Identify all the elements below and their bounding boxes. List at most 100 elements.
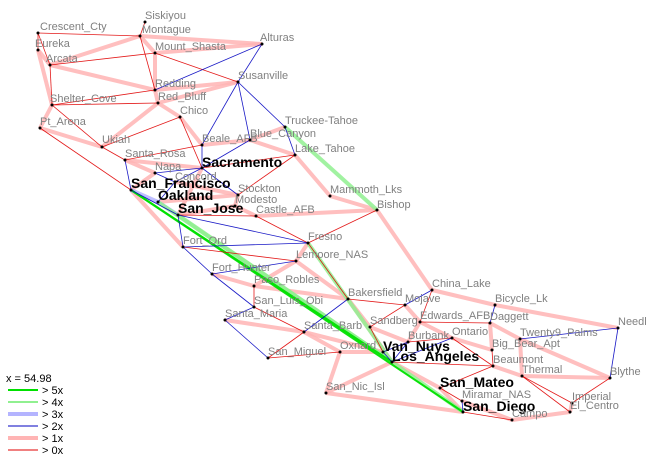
node-San_Diego bbox=[461, 410, 465, 414]
edge-Bishop-China_Lake bbox=[375, 208, 434, 292]
node-label-Fort_Ord: Fort_Ord bbox=[183, 235, 227, 247]
node-Crescent_Cty bbox=[36, 31, 40, 35]
node-Imperial bbox=[570, 401, 574, 405]
edge-Napa-San_Francisco bbox=[129, 171, 157, 192]
edge-Daggett-Twentynine_Palms bbox=[489, 321, 521, 341]
node-Bishop bbox=[375, 208, 379, 212]
edge-Susanville-Beale_AFB bbox=[201, 81, 239, 146]
node-Modesto bbox=[233, 204, 237, 208]
edge-Oxnard-San_Nic_Isl bbox=[324, 351, 342, 394]
node-Lake_Tahoe bbox=[293, 153, 297, 157]
edge-Imperial-El_Centro bbox=[568, 402, 574, 413]
node-Needles bbox=[616, 326, 620, 330]
edge-Needles-Twentynine_Palms bbox=[519, 327, 619, 340]
node-label-San_Mateo: San_Mateo bbox=[440, 374, 514, 390]
edge-Sacramento-Concord bbox=[174, 167, 203, 183]
edge-Los_Angeles-San_Nic_Isl bbox=[325, 360, 393, 395]
node-label-Fort_Hunter: Fort_Hunter bbox=[212, 262, 271, 274]
node-label-Truckee_Tahoe: Truckee-Tahoe bbox=[285, 115, 358, 127]
legend-label: > 3x bbox=[42, 409, 64, 421]
edge-Santa_Rosa-San_Francisco bbox=[124, 159, 132, 191]
edge-Lemoore_NAS-Paso_Robles bbox=[252, 259, 298, 288]
edge-Chico-Beale_AFB bbox=[178, 115, 204, 147]
node-Fresno bbox=[306, 241, 310, 245]
edge-Redding-Shelter_Cove bbox=[51, 89, 156, 106]
legend-label: > 1x bbox=[42, 433, 64, 445]
node-Concord bbox=[173, 180, 177, 184]
legend-label: > 5x bbox=[42, 385, 64, 397]
edge-Fort_Hunter-Paso_Robles bbox=[211, 272, 255, 288]
node-label-Lemoore_NAS: Lemoore_NAS bbox=[296, 249, 368, 261]
node-label-Pt_Arena: Pt_Arena bbox=[40, 116, 87, 128]
node-label-Blue_Canyon: Blue_Canyon bbox=[250, 128, 316, 140]
node-label-El_Centro: El_Centro bbox=[570, 400, 619, 412]
node-Los_Angeles bbox=[390, 360, 394, 364]
edge-Fresno-Lemoore_NAS bbox=[294, 241, 310, 263]
edge-China_Lake-Mojave bbox=[404, 289, 433, 306]
node-label-Susanville: Susanville bbox=[238, 70, 288, 82]
node-Campo bbox=[510, 418, 514, 422]
edge-Mount_Shasta-Alturas bbox=[154, 42, 263, 55]
node-label-San_Luis_Obi: San_Luis_Obi bbox=[254, 295, 323, 307]
edge-Lake_Tahoe-Stockton bbox=[237, 154, 296, 196]
node-China_Lake bbox=[430, 288, 434, 292]
node-Fort_Ord bbox=[181, 245, 185, 249]
edge-Fort_Ord-Fort_Hunter bbox=[182, 246, 213, 275]
edge-Twentynine_Palms-Blythe bbox=[519, 337, 611, 380]
node-Lemoore_NAS bbox=[294, 259, 298, 263]
edge-Lake_Tahoe-Sacramento bbox=[201, 154, 296, 169]
node-label-Concord: Concord bbox=[175, 171, 217, 183]
edge-Ontario-Big_Bear_Apt bbox=[451, 336, 493, 352]
node-label-Santa_Maria: Santa_Maria bbox=[225, 308, 288, 320]
edge-Santa_Maria-San_Miguel bbox=[224, 319, 269, 359]
node-label-Napa: Napa bbox=[155, 161, 182, 173]
edge-Bicycle_Lk-Needles bbox=[494, 303, 619, 330]
edge-Lake_Tahoe-Mammoth_Lks bbox=[293, 153, 332, 198]
edge-San_Diego-Miramar_NAS bbox=[461, 400, 464, 413]
edge-Los_Angeles-Ontario bbox=[391, 337, 453, 363]
node-Ontario bbox=[450, 336, 454, 340]
node-label-San_Diego: San_Diego bbox=[463, 398, 535, 414]
edge-Red_Bluff-Susanville bbox=[157, 80, 239, 105]
edge-China_Lake-Edwards_AFB bbox=[419, 289, 433, 323]
node-San_Luis_Obi bbox=[252, 305, 256, 309]
edge-San_Luis_Obi-Santa_Maria bbox=[224, 306, 255, 321]
edge-Santa_Barbara-San_Miguel bbox=[267, 331, 305, 359]
edge-Beale_AFB-Santa_Rosa bbox=[124, 144, 203, 161]
edge-Red_Bluff-Shelter_Cove bbox=[51, 102, 159, 106]
edge-San_Nic_Isl-San_Diego bbox=[325, 391, 464, 414]
node-Shelter_Cove bbox=[50, 103, 54, 107]
node-label-Mojave: Mojave bbox=[405, 293, 440, 305]
legend-label: > 2x bbox=[42, 421, 64, 433]
node-label-Miramar_NAS: Miramar_NAS bbox=[462, 389, 531, 401]
edge-Montague-Mount_Shasta bbox=[138, 34, 157, 55]
edge-Crescent_Cty-Montague bbox=[37, 32, 141, 37]
edge-San_Francisco-Fort_Ord bbox=[129, 188, 185, 249]
node-Castle_AFB bbox=[254, 214, 258, 218]
node-San_Mateo bbox=[438, 386, 442, 390]
node-label-Paso_Robles: Paso_Robles bbox=[254, 274, 320, 286]
node-label-Red_Bluff: Red_Bluff bbox=[158, 91, 207, 103]
legend: x = 54.98 > 5x> 4x> 3x> 2x> 1x> 0x bbox=[6, 373, 64, 457]
edge-Pt_Arena-San_Francisco bbox=[39, 127, 132, 191]
edge-Edwards_AFB-Daggett bbox=[419, 321, 491, 324]
edge-Los_Angeles-Beaumont bbox=[391, 361, 494, 367]
node-Stockton bbox=[236, 193, 240, 197]
edge-Concord-Stockton bbox=[174, 180, 239, 197]
node-label-Big_Bear_Apt: Big_Bear_Apt bbox=[492, 338, 560, 350]
node-Miramar_NAS bbox=[460, 399, 464, 403]
edge-Van_Nuys-Los_Angeles bbox=[382, 351, 393, 363]
node-El_Centro bbox=[568, 410, 572, 414]
edge-Thermal-Blythe bbox=[521, 374, 611, 380]
node-Mount_Shasta bbox=[153, 51, 157, 55]
edge-Redding-Red_Bluff bbox=[153, 89, 160, 104]
edge-San_Francisco-San_Jose bbox=[130, 189, 179, 216]
edge-Alturas-Redding bbox=[154, 43, 263, 91]
edge-Napa-Concord bbox=[154, 172, 176, 183]
edge-Modesto-San_Jose bbox=[177, 204, 236, 217]
edge-Blue_Canyon-Sacramento bbox=[201, 139, 251, 169]
label-layer: Crescent_CtySiskiyouMontagueEurekaArcata… bbox=[35, 10, 646, 420]
node-Bicycle_Lk bbox=[493, 303, 497, 307]
node-label-Blythe: Blythe bbox=[610, 366, 641, 378]
node-Edwards_AFB bbox=[418, 320, 422, 324]
